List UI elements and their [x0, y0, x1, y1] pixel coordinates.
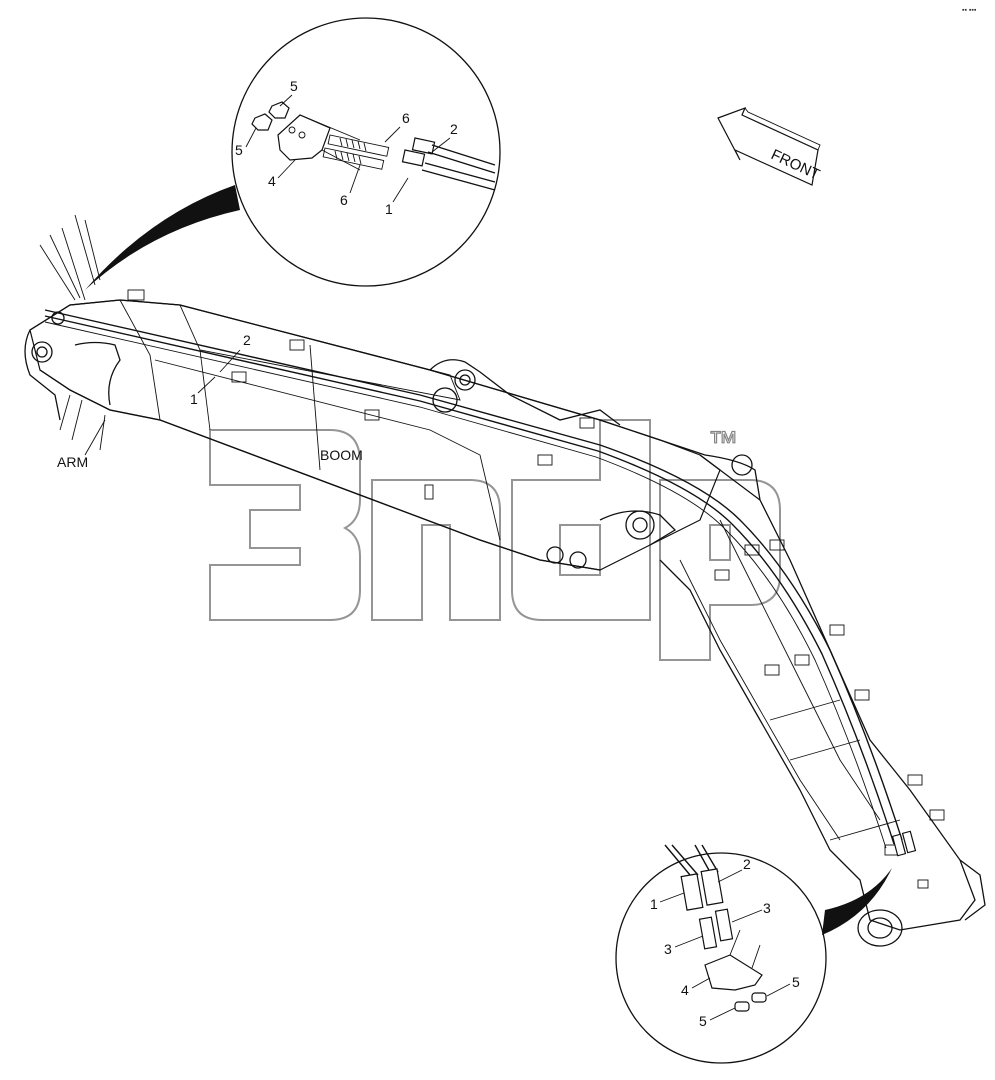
callout-b-5-left: 5 — [699, 1013, 707, 1029]
callout-b-2: 2 — [743, 856, 751, 872]
direction-arrow-icon — [717, 106, 819, 186]
boom-assembly — [24, 214, 986, 947]
corner-mark: ▪▪ ▪▪▪ — [962, 7, 977, 14]
main-callouts: ARM BOOM 2 1 — [57, 332, 363, 470]
callout-b-1: 1 — [650, 896, 658, 912]
label-hose-2: 2 — [243, 332, 251, 348]
detail-bottom-callouts: 1 2 3 3 4 5 5 — [650, 856, 800, 1029]
callout-5-upper: 5 — [290, 78, 298, 94]
callout-b-4: 4 — [681, 982, 689, 998]
watermark-tm: ™ — [708, 426, 738, 459]
detail-bottom-pointer — [822, 868, 892, 935]
callout-6-upper: 6 — [402, 110, 410, 126]
watermark: ™ — [209, 419, 781, 661]
front-direction-arrow: FRONT — [717, 106, 822, 186]
callout-b-3-left: 3 — [664, 941, 672, 957]
callout-b-5-right: 5 — [792, 974, 800, 990]
label-arm: ARM — [57, 454, 88, 470]
detail-bottom: 1 2 3 3 4 5 5 — [615, 844, 892, 1064]
watermark-glyph-p — [659, 479, 781, 661]
callout-1: 1 — [385, 201, 393, 217]
detail-top-pointer — [85, 185, 240, 290]
callout-5-lower: 5 — [235, 142, 243, 158]
detail-top-callouts: 5 5 4 6 6 2 1 — [235, 78, 458, 217]
watermark-glyph-d — [511, 419, 651, 621]
callout-b-3-right: 3 — [763, 900, 771, 916]
callout-6-lower: 6 — [340, 192, 348, 208]
callout-2: 2 — [450, 121, 458, 137]
hose-lines — [44, 309, 917, 857]
label-hose-1: 1 — [190, 391, 198, 407]
watermark-glyph-3 — [209, 429, 361, 621]
detail-top: 5 5 4 6 6 2 1 — [85, 17, 501, 290]
label-boom: BOOM — [320, 447, 363, 463]
callout-4: 4 — [268, 173, 276, 189]
watermark-glyph-n — [371, 479, 501, 621]
